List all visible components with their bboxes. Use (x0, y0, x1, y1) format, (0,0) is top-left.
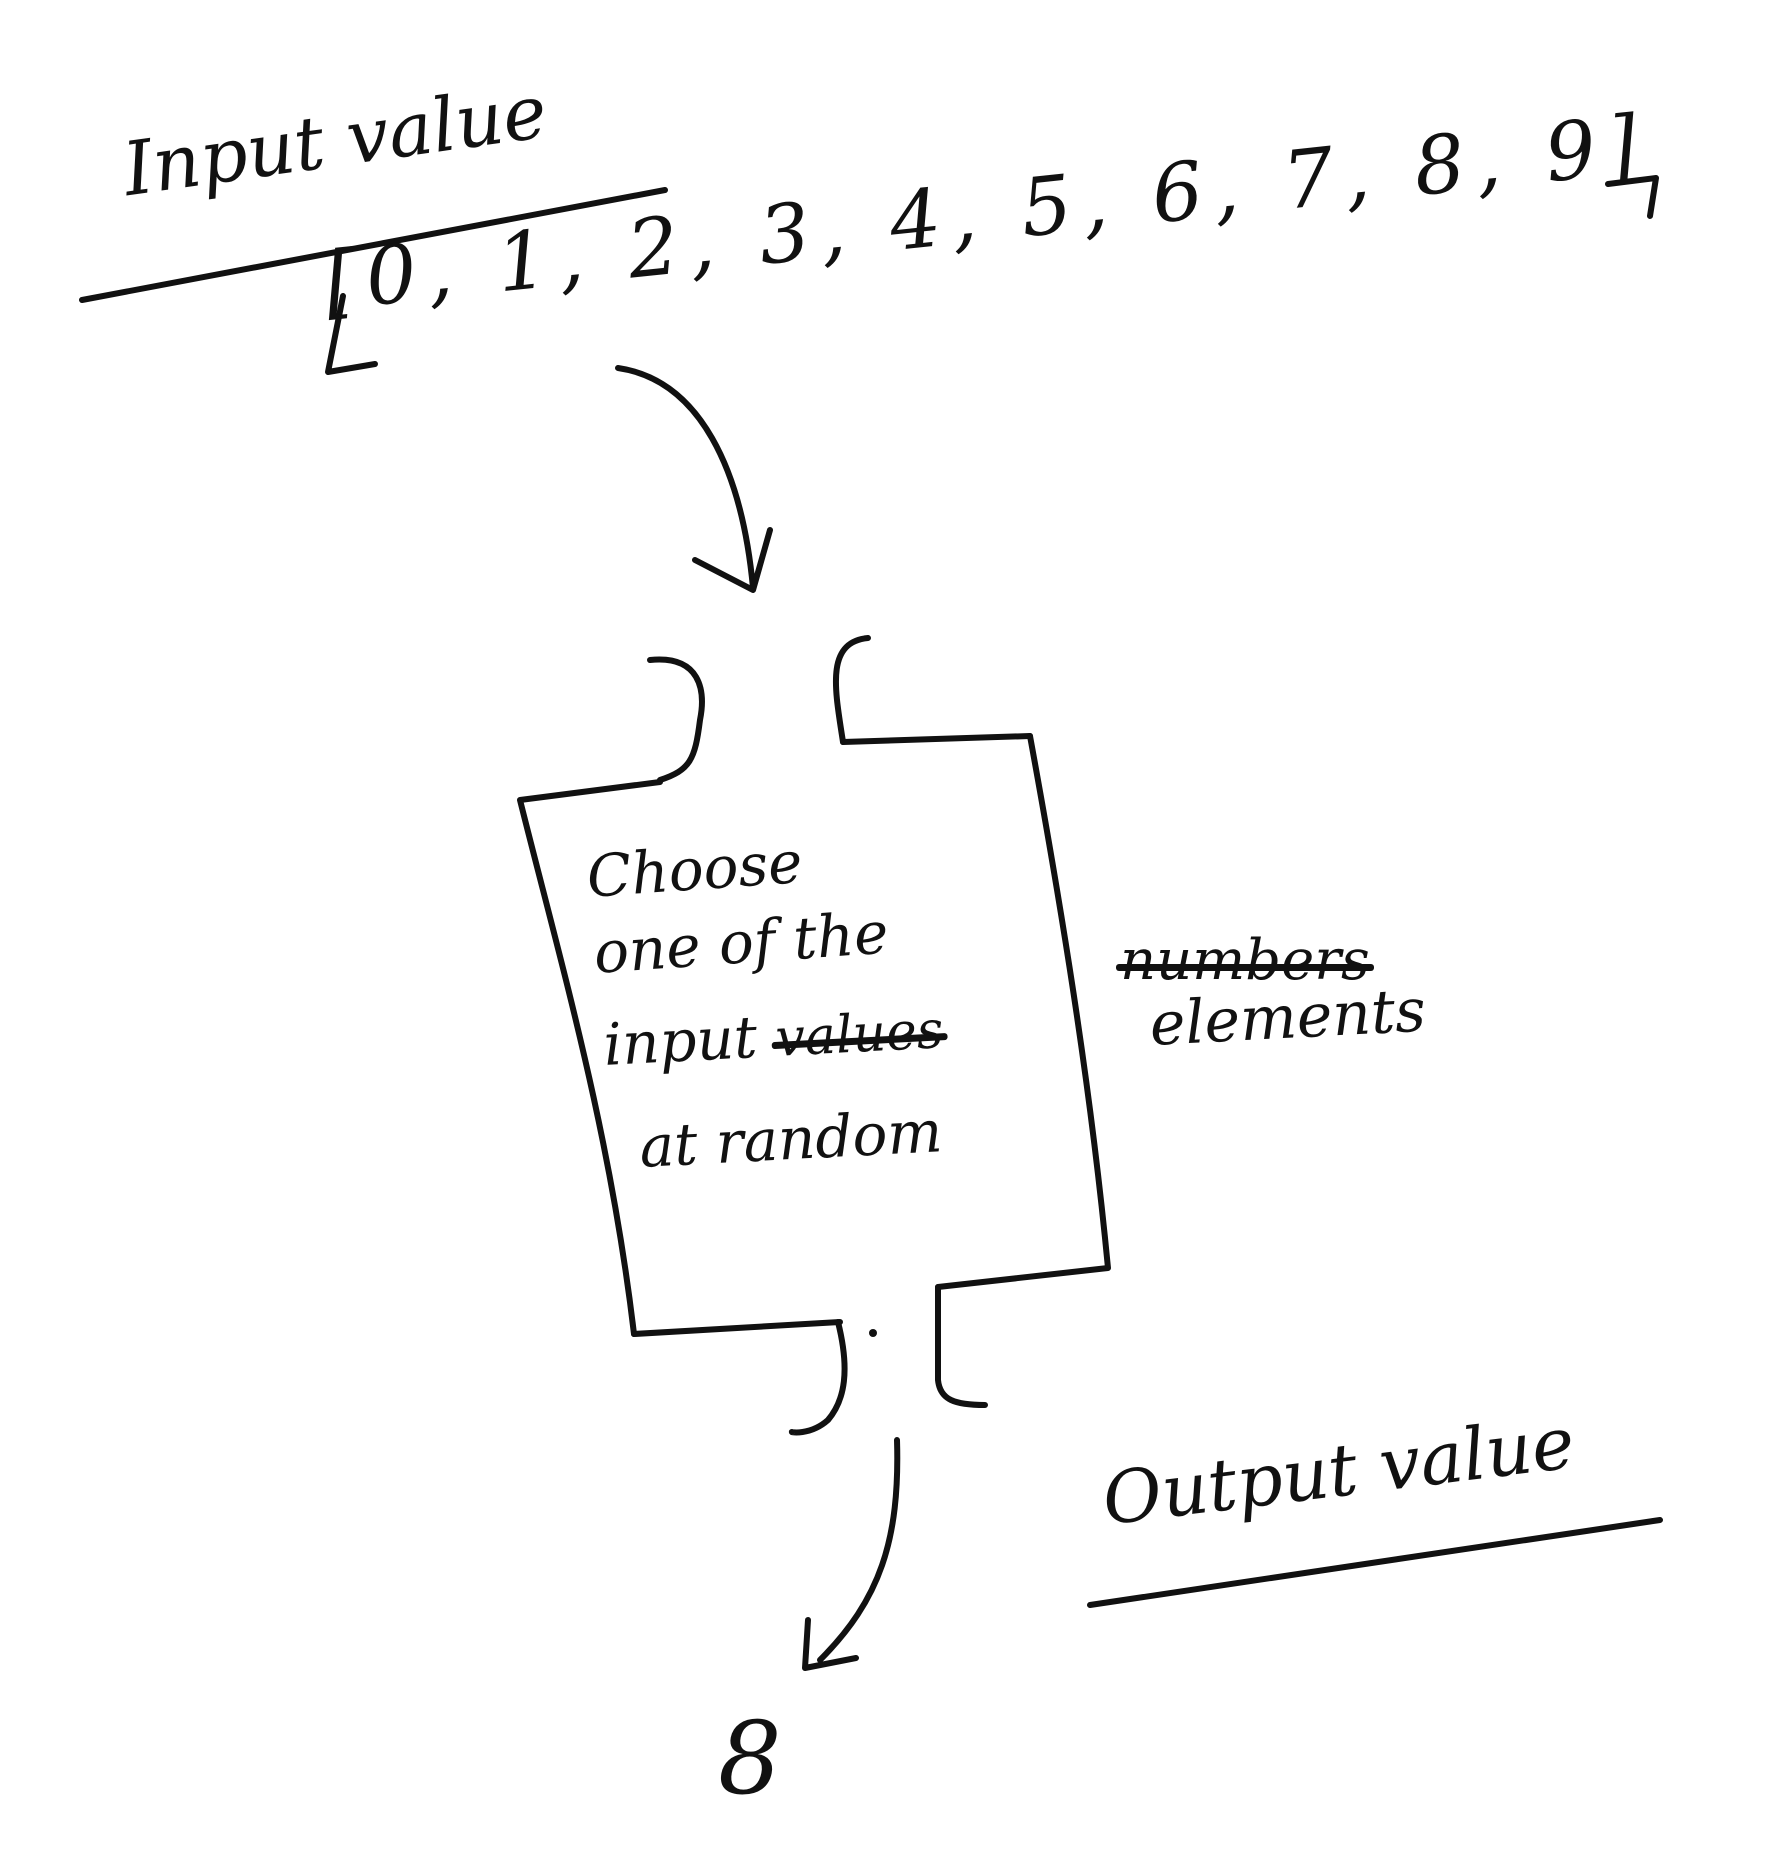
box-top-right-hook (833, 635, 871, 745)
output-arrow-head (802, 1617, 859, 1671)
struck-word-numbers-text: numbers (1116, 928, 1374, 993)
input-arrow-shaft (615, 365, 756, 591)
input-label-underline (79, 187, 668, 303)
array-close-bracket (1605, 175, 1659, 219)
replacement-word-elements: elements (1148, 975, 1428, 1060)
box-text-line-4: at random (637, 1097, 944, 1181)
box-text-line-3: input values (602, 998, 945, 1079)
box-bottom-right-hook (935, 1284, 988, 1408)
box-text-line-3-word: input (601, 1002, 759, 1079)
box-right-side (935, 733, 1111, 1290)
output-value: 8 (718, 1700, 782, 1817)
box-bottom-left-edge (631, 1319, 843, 1337)
box-left-side (517, 779, 663, 1337)
struck-word-numbers: numbers (1116, 928, 1374, 993)
array-open-bracket (325, 293, 378, 375)
box-outlet-dot (869, 1329, 877, 1337)
box-top-left-hook (647, 656, 705, 783)
input-arrow-head (692, 527, 773, 593)
box-top-right-edge (840, 733, 1033, 745)
box-bottom-left-hook (788, 1319, 848, 1436)
output-arrow-shaft (817, 1437, 901, 1663)
output-label-underline (1087, 1517, 1663, 1608)
struck-word-values: values (774, 1000, 945, 1069)
box-text-line-1: Choose (584, 827, 805, 911)
